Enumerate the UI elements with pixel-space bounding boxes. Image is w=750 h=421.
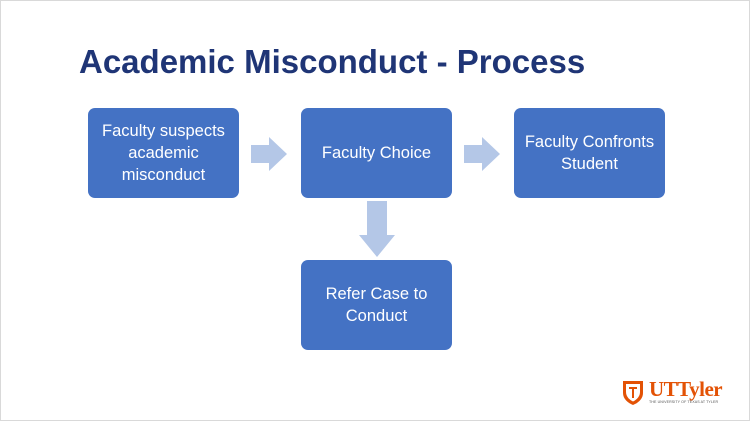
node-refer-case: Refer Case to Conduct (301, 260, 452, 350)
node-faculty-choice: Faculty Choice (301, 108, 452, 198)
shield-icon (623, 381, 643, 405)
arrow-right-icon (251, 137, 287, 171)
arrow-right-icon (464, 137, 500, 171)
logo-wordmark: UTTyler (649, 377, 723, 401)
arrow-down-icon (359, 201, 395, 257)
node-faculty-confronts: Faculty Confronts Student (514, 108, 665, 198)
ut-tyler-logo: UTTyler THE UNIVERSITY OF TEXAS AT TYLER (622, 378, 728, 408)
logo-tagline: THE UNIVERSITY OF TEXAS AT TYLER (649, 400, 719, 404)
slide-title: Academic Misconduct - Process (79, 43, 586, 80)
node-faculty-suspects: Faculty suspects academic misconduct (88, 108, 239, 198)
